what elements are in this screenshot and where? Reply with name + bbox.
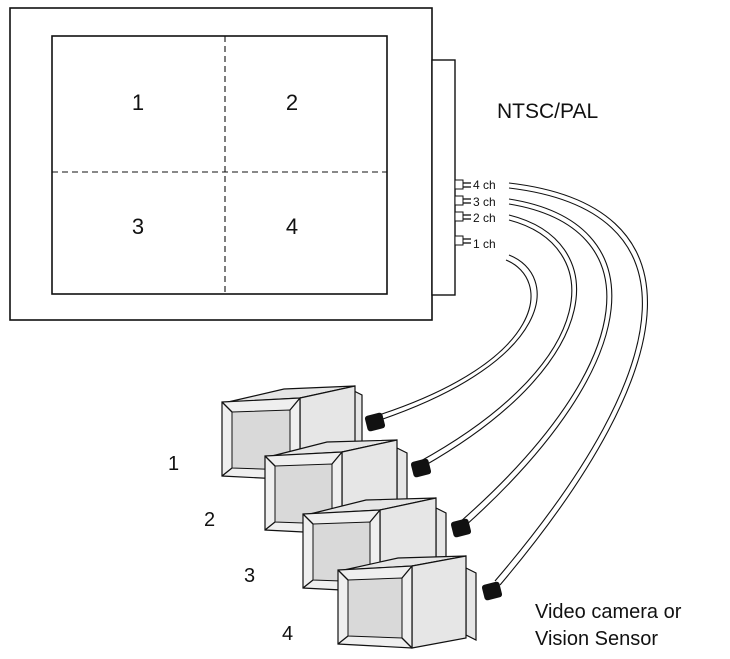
monitor-side-panel bbox=[431, 59, 456, 296]
camera-caption-line-2: Vision Sensor bbox=[535, 628, 658, 650]
input-label-2ch: 2 ch bbox=[473, 211, 496, 225]
quadrant-label-3: 3 bbox=[132, 214, 144, 239]
monitor: 1 2 3 4 bbox=[9, 7, 456, 321]
camera-4: 4 bbox=[282, 555, 503, 649]
camera-number-3: 3 bbox=[244, 565, 255, 587]
connector-1ch bbox=[454, 235, 471, 246]
quadrant-label-4: 4 bbox=[286, 214, 298, 239]
quadrant-label-1: 1 bbox=[132, 90, 144, 115]
signal-format-label: NTSC/PAL bbox=[497, 100, 598, 123]
camera-number-2: 2 bbox=[204, 509, 215, 531]
camera-number-1: 1 bbox=[168, 453, 179, 475]
cable-2ch bbox=[418, 214, 578, 467]
input-label-4ch: 4 ch bbox=[473, 178, 496, 192]
input-label-1ch: 1 ch bbox=[473, 237, 496, 251]
connector-4ch bbox=[454, 179, 471, 190]
input-connectors: 4 ch 3 ch 2 ch 1 ch bbox=[454, 178, 496, 251]
cable-1ch bbox=[375, 254, 538, 421]
connector-3ch bbox=[454, 195, 471, 206]
cables bbox=[375, 182, 648, 586]
camera-caption-line-1: Video camera or bbox=[535, 601, 682, 623]
connector-2ch bbox=[454, 211, 471, 222]
cable-3ch bbox=[459, 198, 613, 527]
cable-4ch bbox=[494, 182, 648, 586]
input-label-3ch: 3 ch bbox=[473, 195, 496, 209]
monitor-screen bbox=[51, 35, 388, 295]
camera-number-4: 4 bbox=[282, 623, 293, 645]
quadrant-label-2: 2 bbox=[286, 90, 298, 115]
